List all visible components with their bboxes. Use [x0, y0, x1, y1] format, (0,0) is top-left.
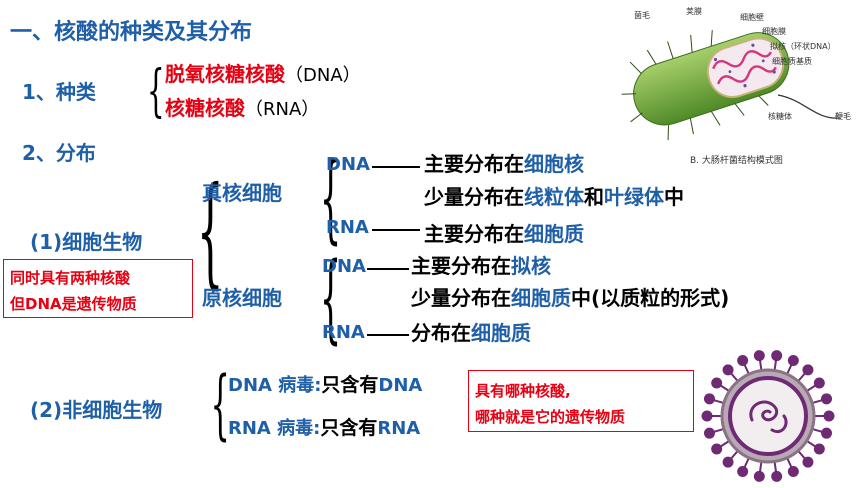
euk-dna-minor: 少量分布在线粒体和叶绿体中 [424, 187, 684, 207]
bact-figure-caption: B. 大肠杆菌结构模式图 [690, 156, 783, 166]
virus-spike-head [753, 350, 765, 362]
bact-label-cytoplasm: 细胞质基质 [772, 57, 812, 66]
cellular-brace: { [196, 162, 224, 301]
noncellular-label: (2)非细胞生物 [30, 398, 163, 422]
virus-spike-head [701, 410, 713, 422]
virus-spike-head [711, 377, 723, 389]
pro-rna: RNA [322, 322, 365, 343]
bact-label-capsule: 荚膜 [686, 7, 702, 16]
virus-spike-head [787, 355, 799, 367]
dna-virus: DNA 病毒:只含有DNA [228, 376, 422, 395]
euk-rna-main-loc: 细胞质 [524, 222, 584, 246]
euk-dna-minor-pre: 少量分布在 [424, 185, 524, 209]
distribution-label: 2、分布 [22, 141, 96, 165]
euk-rna: RNA [326, 217, 369, 238]
noncellular-brace: { [210, 359, 230, 448]
pro-dna-main-loc: 拟核 [511, 254, 551, 278]
bact-label-cell-wall: 细胞壁 [740, 13, 764, 22]
virus-spike-head [802, 456, 814, 468]
pro-rna-desc: 分布在细胞质 [411, 323, 531, 343]
virus-spike-head [753, 470, 765, 482]
virus-spike-head [722, 456, 734, 468]
pro-dna-main-pre: 主要分布在 [411, 254, 511, 278]
bacteria-figure: 菌毛 荚膜 细胞壁 细胞膜 拟核（环状DNA） 细胞质基质 核糖体 鞭毛 B. … [600, 0, 860, 170]
dna-virus-val: DNA [378, 375, 423, 396]
pro-dna-main: 主要分布在拟核 [411, 256, 551, 276]
euk-rna-main: 主要分布在细胞质 [424, 224, 584, 244]
virus-spike-head [813, 377, 825, 389]
virus-figure [700, 348, 836, 484]
euk-dna-main: 主要分布在细胞核 [424, 154, 584, 174]
euk-dna-minor-loc1: 线粒体 [524, 185, 584, 209]
kind-rna-abbr: （RNA） [245, 99, 320, 120]
page-title: 一、核酸的种类及其分布 [10, 20, 253, 45]
virus-spike-head [737, 465, 749, 477]
euk-dna-main-pre: 主要分布在 [424, 152, 524, 176]
note-cellular: 同时具有两种核酸 但DNA是遗传物质 [3, 259, 193, 318]
bact-label-cell-membrane: 细胞膜 [762, 27, 786, 36]
kinds-brace: { [146, 59, 165, 124]
euk-dna-minor-post: 中 [664, 185, 684, 209]
virus-spike-head [813, 443, 825, 455]
pro-dna-minor-loc: 细胞质 [511, 286, 571, 310]
rna-virus-label: RNA 病毒: [228, 418, 321, 439]
rna-virus: RNA 病毒:只含有RNA [228, 419, 420, 438]
note-virus: 具有哪种核酸, 哪种就是它的遗传物质 [468, 370, 694, 432]
kinds-label: 1、种类 [22, 80, 96, 104]
virus-spike-head [802, 364, 814, 376]
pro-rna-pre: 分布在 [411, 321, 471, 345]
bact-label-nucleoid: 拟核（环状DNA） [770, 42, 836, 51]
virus-spike-head [711, 443, 723, 455]
bact-label-ribosome: 核糖体 [768, 112, 792, 121]
prokaryote-label: 原核细胞 [202, 286, 282, 310]
pro-rna-loc: 细胞质 [471, 321, 531, 345]
bact-label-flagellum: 鞭毛 [835, 112, 851, 121]
virus-spike-head [771, 470, 783, 482]
virus-spike-head [787, 465, 799, 477]
kind-dna-name: 脱氧核糖核酸 [165, 62, 285, 86]
kind-dna-abbr: （DNA） [285, 65, 361, 86]
virus-spike-head [823, 410, 835, 422]
dna-virus-label: DNA 病毒: [228, 375, 322, 396]
pro-rna-dash [367, 334, 409, 336]
pro-dna-dash [367, 268, 409, 270]
note-virus-line-2: 哪种就是它的遗传物质 [475, 408, 626, 426]
pro-dna: DNA [322, 256, 366, 277]
bact-label-pili: 菌毛 [634, 11, 650, 20]
pro-dna-minor-post: 中(以质粒的形式) [571, 286, 730, 310]
note-virus-line-1: 具有哪种核酸, [475, 382, 571, 400]
virus-spike-head [722, 364, 734, 376]
dna-virus-desc: 只含有 [321, 374, 379, 396]
prokaryote-brace: { [319, 242, 342, 354]
kind-rna: 核糖核酸（RNA） [165, 98, 319, 119]
virus-spike-head [771, 350, 783, 362]
euk-dna: DNA [326, 154, 370, 175]
kind-dna: 脱氧核糖核酸（DNA） [165, 64, 361, 85]
euk-dna-dash [372, 166, 420, 168]
euk-rna-dash [372, 229, 420, 231]
virus-spike-head [821, 427, 833, 439]
virus-spike-head [821, 393, 833, 405]
note-cellular-line-1: 同时具有两种核酸 [10, 269, 131, 287]
rna-virus-desc: 只含有 [320, 417, 378, 439]
virus-spike-head [737, 355, 749, 367]
virus-spike-head [703, 427, 715, 439]
euk-dna-minor-and: 和 [584, 185, 604, 209]
virus-spike-head [703, 393, 715, 405]
note-cellular-line-2: 但DNA是遗传物质 [10, 295, 137, 313]
bacteria-illustration-icon [621, 30, 841, 141]
euk-dna-minor-loc2: 叶绿体 [604, 185, 664, 209]
cellular-label: (1)细胞生物 [30, 230, 143, 254]
euk-rna-main-pre: 主要分布在 [424, 222, 524, 246]
rna-virus-val: RNA [377, 418, 421, 439]
euk-dna-main-loc: 细胞核 [524, 152, 584, 176]
pro-dna-minor-pre: 少量分布在 [411, 286, 511, 310]
virus-illustration-icon [701, 350, 835, 482]
pro-dna-minor: 少量分布在细胞质中(以质粒的形式) [411, 288, 729, 308]
eukaryote-label: 真核细胞 [202, 181, 282, 205]
eukaryote-brace: { [319, 142, 342, 254]
kind-rna-name: 核糖核酸 [165, 96, 245, 120]
